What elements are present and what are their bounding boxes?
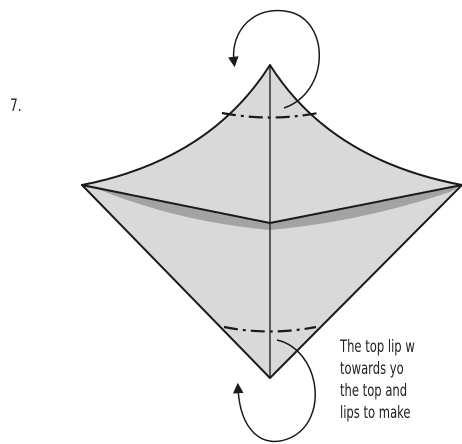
instruction-line: the top and [340,380,462,402]
instruction-text: The top lip w towards yo the top and lip… [340,336,462,424]
instruction-line: towards yo [340,358,462,380]
instruction-line: The top lip w [340,336,462,358]
instruction-line: lips to make [340,402,462,424]
